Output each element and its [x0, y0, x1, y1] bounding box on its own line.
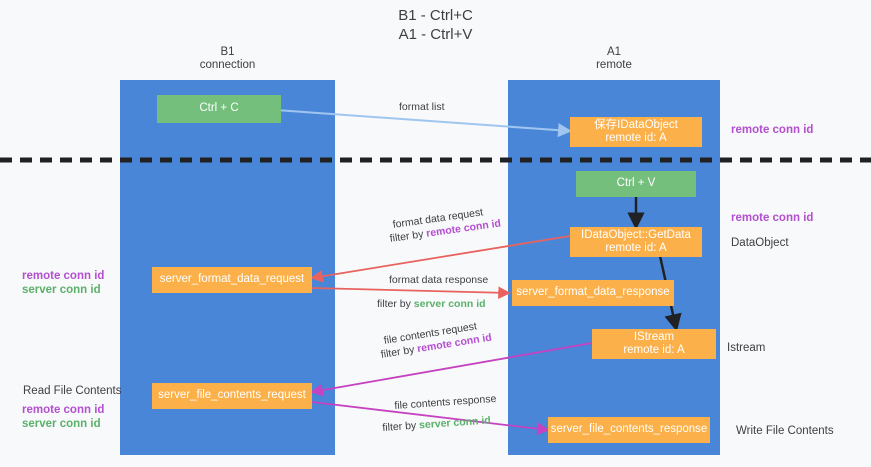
column-a1-sub: remote — [596, 59, 632, 71]
node-server-file-contents-response-label: server_file_contents_response — [550, 423, 708, 436]
node-server-format-data-request[interactable]: server_format_data_request — [152, 267, 312, 293]
node-idataobject-getdata-line2: remote id: A — [605, 242, 667, 254]
node-server-file-contents-request-label: server_file_contents_request — [158, 389, 306, 402]
edge-label-format-list: format list — [399, 101, 445, 114]
side-label-left-server-conn-id: server conn id — [22, 284, 101, 296]
node-server-file-contents-response[interactable]: server_file_contents_response — [548, 417, 710, 443]
node-ctrl-c[interactable]: Ctrl + C — [157, 95, 281, 123]
side-label-read-file-contents: Read File Contents — [23, 385, 122, 397]
node-ctrl-c-label: Ctrl + C — [199, 102, 239, 115]
edge-label-format-list-text: format list — [399, 101, 445, 113]
side-label-right-top-remote-conn-id: remote conn id — [731, 124, 814, 136]
edge-label-format-data-response-filter: filter by server conn id — [377, 298, 486, 311]
node-save-idataobject-line2: remote id: A — [605, 132, 667, 144]
node-server-file-contents-request[interactable]: server_file_contents_request — [152, 383, 312, 409]
side-label-istream: Istream — [727, 342, 766, 354]
edge-label-file-contents-response-filter: filter by server conn id — [382, 414, 491, 435]
node-istream[interactable]: IStream remote id: A — [592, 329, 716, 359]
column-header-b1: B1 connection — [120, 46, 335, 72]
edge-label-format-data-response-text: format data response — [389, 274, 489, 286]
node-idataobject-getdata-line1: IDataObject::GetData — [581, 228, 691, 241]
edge-label-file-contents-response: file contents response — [394, 393, 497, 413]
side-label-left-low-server-conn-id: server conn id — [22, 418, 101, 430]
filter-prefix-2: filter by — [377, 298, 414, 310]
node-server-format-data-response-label: server_format_data_response — [516, 286, 670, 299]
server-conn-id-token: server conn id — [413, 298, 486, 310]
column-b1-sub: connection — [199, 59, 256, 71]
title-line-2: A1 - Ctrl+V — [398, 26, 473, 43]
filter-prefix-4: filter by — [382, 419, 420, 434]
edge-label-format-data-response: format data response — [389, 274, 488, 287]
server-conn-id-token-2: server conn id — [418, 414, 492, 432]
node-ctrl-v[interactable]: Ctrl + V — [576, 171, 696, 197]
node-server-format-data-request-label: server_format_data_request — [159, 273, 305, 286]
side-label-right-mid-remote-conn-id: remote conn id — [731, 212, 814, 224]
connector-format-data-response — [311, 286, 511, 300]
diagram-title: B1 - Ctrl+C A1 - Ctrl+V — [0, 6, 871, 44]
title-line-1: B1 - Ctrl+C — [398, 7, 473, 24]
node-idataobject-getdata[interactable]: IDataObject::GetData remote id: A — [570, 227, 702, 257]
column-header-a1: A1 remote — [508, 46, 720, 72]
node-save-idataobject-line1: 保存IDataObject — [594, 118, 678, 131]
column-b1-name: B1 — [220, 46, 235, 58]
side-label-left-low-remote-conn-id: remote conn id — [22, 404, 105, 416]
node-ctrl-v-label: Ctrl + V — [616, 177, 656, 190]
column-a1-name: A1 — [606, 46, 622, 58]
node-server-format-data-response[interactable]: server_format_data_response — [512, 280, 674, 306]
side-label-dataobject: DataObject — [731, 237, 789, 249]
node-istream-line1: IStream — [633, 330, 675, 343]
side-label-write-file-contents: Write File Contents — [736, 425, 834, 437]
node-save-idataobject[interactable]: 保存IDataObject remote id: A — [570, 117, 702, 147]
node-istream-line2: remote id: A — [623, 344, 685, 356]
side-label-left-remote-conn-id: remote conn id — [22, 270, 105, 282]
edge-label-file-contents-response-text: file contents response — [394, 392, 497, 412]
